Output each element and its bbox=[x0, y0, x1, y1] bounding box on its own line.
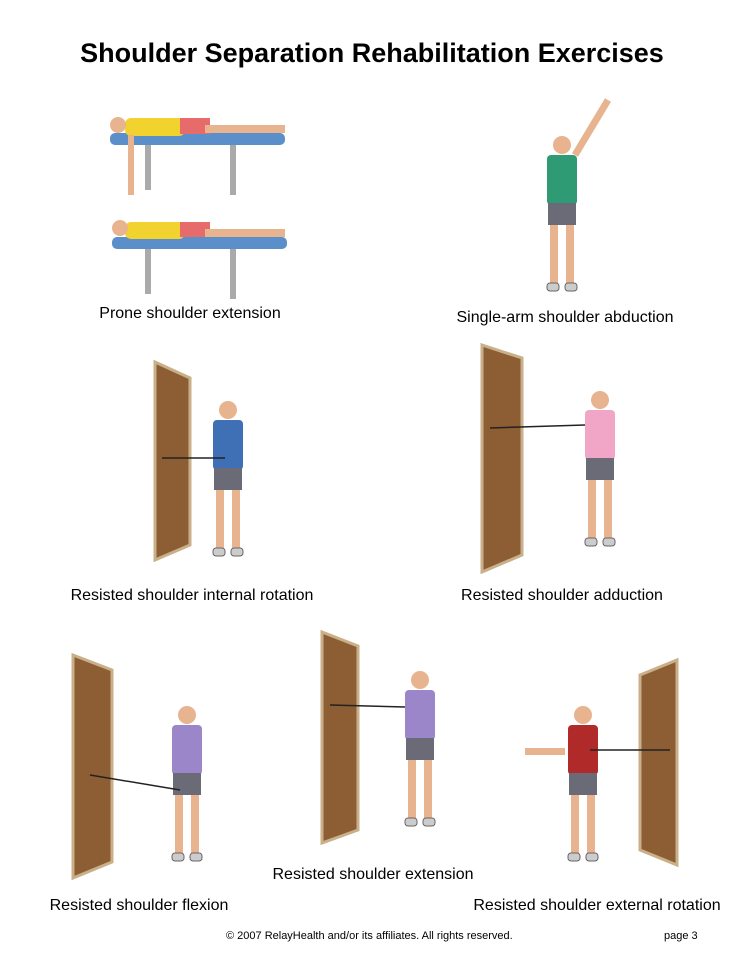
flexion-illustration bbox=[89, 705, 203, 862]
external-rotation-illustration bbox=[525, 705, 670, 862]
extension-illustration bbox=[329, 670, 436, 827]
adduction-illustration bbox=[489, 390, 616, 547]
abduction-illustration bbox=[546, 98, 612, 292]
internal-rotation-illustration bbox=[162, 400, 244, 557]
caption-adduction: Resisted shoulder adduction bbox=[461, 587, 663, 604]
caption-internal-rotation: Resisted shoulder internal rotation bbox=[70, 587, 314, 604]
caption-prone-extension: Prone shoulder extension bbox=[99, 305, 281, 322]
doors bbox=[71, 342, 679, 881]
page-number: page 3 bbox=[664, 930, 698, 942]
caption-single-arm-abduction: Single-arm shoulder abduction bbox=[456, 309, 674, 326]
prone-extension-illustration bbox=[110, 117, 287, 299]
caption-extension: Resisted shoulder extension bbox=[272, 866, 474, 883]
copyright-text: © 2007 RelayHealth and/or its affiliates… bbox=[226, 930, 513, 942]
page-title: Shoulder Separation Rehabilitation Exerc… bbox=[80, 38, 664, 68]
caption-external-rotation: Resisted shoulder external rotation bbox=[473, 897, 721, 914]
caption-flexion: Resisted shoulder flexion bbox=[49, 897, 229, 914]
